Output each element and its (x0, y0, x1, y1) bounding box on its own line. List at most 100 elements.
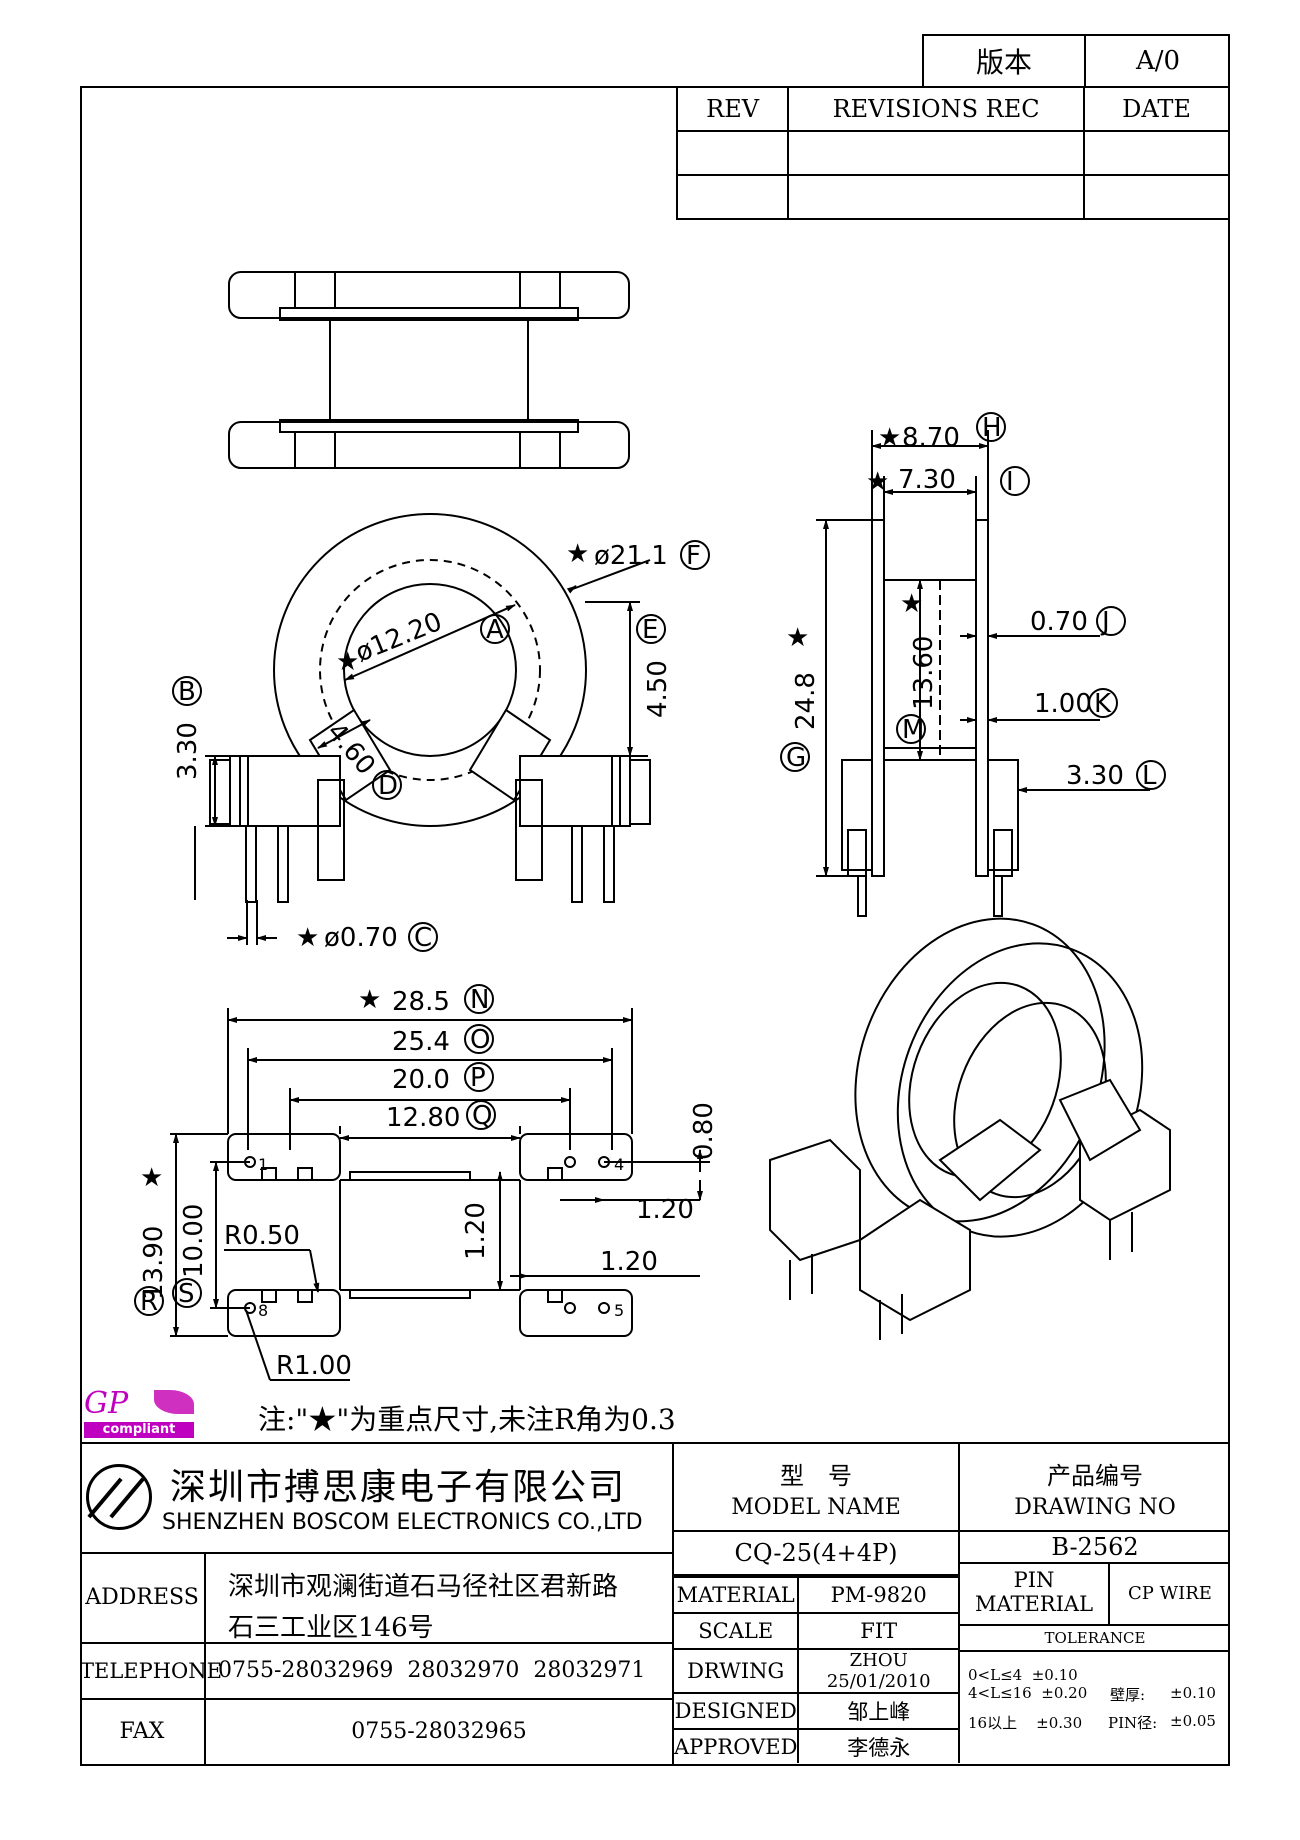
pin-number: 8 (258, 1301, 268, 1320)
dim-P-letter: P (470, 1063, 486, 1093)
dim-H-letter: H (982, 413, 1002, 443)
drawing-label-cn: 产品编号 (1047, 1462, 1143, 1490)
star-mark: ★ (336, 647, 359, 677)
drawing-frame (80, 86, 1230, 1766)
material-value: PM-9820 (797, 1576, 960, 1614)
dim-Q-letter: Q (472, 1101, 492, 1131)
scale-value: FIT (797, 1612, 960, 1650)
pin-material-label: PIN MATERIAL (960, 1564, 1110, 1626)
dim-G-letter: G (786, 743, 806, 773)
dim-R-letter: R (140, 1287, 158, 1317)
company-name-en: SHENZHEN BOSCOM ELECTRONICS CO.,LTD (162, 1510, 643, 1535)
approved-value: 李德永 (797, 1728, 960, 1763)
gp-logo-text: GP (84, 1386, 129, 1421)
date-header: DATE (1083, 86, 1230, 132)
model-value: CQ-25(4+4P) (674, 1532, 960, 1576)
revisions-header: REVISIONS REC (787, 86, 1086, 132)
dim-I-value: 7.30 (898, 465, 956, 495)
approved-label: APPROVED (674, 1728, 800, 1763)
title-block: 深圳市搏思康电子有限公司 SHENZHEN BOSCOM ELECTRONICS… (80, 1442, 1230, 1766)
pin-material-value: CP WIRE (1110, 1564, 1230, 1626)
tolerance-table: 0<L≤4 ±0.10 4<L≤16 ±0.20 16以上 ±0.30 壁厚: … (960, 1652, 1230, 1766)
dim-I-letter: I (1006, 467, 1014, 497)
dim-O-value: 25.4 (392, 1027, 450, 1057)
front-view (209, 513, 651, 903)
wall-label: 壁厚: (1110, 1686, 1146, 1704)
technical-drawing: ★ 8.70 H ★ 7.30 I ★ ø21.1 F ★ ø12.20 A E… (134, 271, 1171, 1381)
address-line2: 石三工业区146号 (228, 1613, 434, 1643)
designed-label: DESIGNED (674, 1692, 800, 1730)
star-mark: ★ (140, 1163, 163, 1193)
dim-D-letter: D (378, 771, 398, 801)
dim-120-vertical: 1.20 (461, 1202, 491, 1260)
version-label: 版本 (924, 36, 1086, 86)
designed-value: 邹上峰 (797, 1692, 960, 1730)
tolerance-row: 0<L≤4 ±0.10 (968, 1666, 1078, 1684)
dim-H-value: 8.70 (902, 423, 960, 453)
dim-P-value: 20.0 (392, 1065, 450, 1095)
radius-100: R1.00 (276, 1351, 352, 1381)
pin-dia-value: ±0.05 (1170, 1712, 1216, 1730)
telephone-value: 0755-28032969 28032970 28032971 (206, 1644, 674, 1700)
gp-logo: GP compliant (82, 1384, 202, 1440)
telephone-label: TELEPHONE (80, 1644, 222, 1700)
dim-J-value: 0.70 (1030, 607, 1088, 637)
drawing-value: B-2562 (960, 1532, 1230, 1564)
dim-Q-value: 12.80 (386, 1103, 460, 1133)
dim-K-letter: K (1094, 689, 1112, 719)
dim-L-value: 3.30 (1066, 761, 1124, 791)
drawing-label-en: DRAWING NO (1014, 1495, 1176, 1520)
dim-S-value: 10.00 (179, 1204, 209, 1278)
pin-number: 4 (614, 1155, 624, 1174)
dim-C-letter: C (414, 923, 432, 953)
bottom-view (227, 1133, 633, 1337)
star-mark: ★ (786, 623, 809, 653)
dim-K-value: 1.00 (1034, 689, 1092, 719)
model-label-en: MODEL NAME (731, 1495, 901, 1520)
drawing-header: 产品编号 DRAWING NO (960, 1444, 1230, 1532)
revision-table: REV REVISIONS REC DATE (675, 86, 1230, 220)
fax-label: FAX (80, 1700, 206, 1766)
dim-O-letter: O (470, 1025, 490, 1055)
dim-N-value: 28.5 (392, 987, 450, 1017)
dim-120-a: 1.20 (636, 1195, 694, 1225)
side-dims (816, 430, 1150, 877)
dim-120-b: 1.20 (600, 1247, 658, 1277)
rev-header: REV (675, 86, 790, 132)
tolerance-row: 16以上 ±0.30 (968, 1714, 1083, 1732)
star-mark: ★ (900, 589, 923, 619)
pin-dia-label: PIN径: (1108, 1714, 1158, 1732)
address-value: 深圳市观澜街道石马径社区君新路 石三工业区146号 (206, 1554, 674, 1644)
dim-L-letter: L (1142, 761, 1157, 791)
pin-material-text: MATERIAL (974, 1592, 1094, 1616)
dim-N-letter: N (470, 985, 489, 1015)
dim-A-letter: A (486, 615, 504, 645)
star-mark: ★ (358, 985, 381, 1015)
dim-E-letter: E (642, 615, 658, 645)
star-mark: ★ (866, 467, 889, 497)
dim-F-letter: F (686, 541, 701, 571)
tolerance-label: TOLERANCE (960, 1626, 1230, 1652)
revision-row (675, 174, 1230, 220)
company-area: 深圳市搏思康电子有限公司 SHENZHEN BOSCOM ELECTRONICS… (80, 1444, 674, 1554)
isometric-view (769, 917, 1171, 1340)
pin-label: PIN (1013, 1568, 1055, 1592)
drwing-label: DRWING (674, 1648, 800, 1694)
version-box: 版本 A/0 (922, 34, 1230, 86)
dim-B-letter: B (178, 677, 196, 707)
dim-F-value: ø21.1 (594, 541, 668, 571)
dim-G-value: 24.8 (791, 672, 821, 730)
star-mark: ★ (566, 539, 589, 569)
top-view (228, 271, 630, 469)
scale-label: SCALE (674, 1612, 800, 1650)
fax-value: 0755-28032965 (206, 1700, 674, 1766)
pin-number: 1 (258, 1155, 268, 1174)
version-value: A/0 (1135, 46, 1181, 76)
dim-080: 0.80 (689, 1102, 719, 1160)
wall-value: ±0.10 (1170, 1684, 1216, 1702)
dim-A-value: ø12.20 (351, 607, 446, 669)
address-label: ADDRESS (80, 1554, 206, 1644)
company-logo-icon (86, 1464, 152, 1530)
compliant-label: compliant (84, 1422, 194, 1438)
drawing-note: 注:"★"为重点尺寸,未注R角为0.3 (258, 1403, 676, 1436)
